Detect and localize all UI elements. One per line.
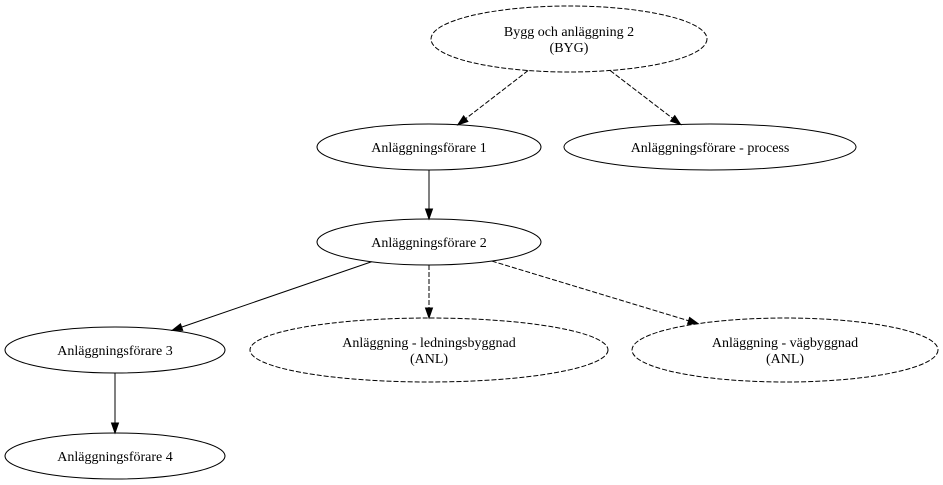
node-label: Anläggning - ledningsbyggnad: [342, 336, 515, 351]
node-afp: Anläggningsförare - process: [563, 123, 857, 171]
node-af4: Anläggningsförare 4: [4, 432, 226, 480]
node-ellipse: [316, 123, 542, 171]
node-af1: Anläggningsförare 1: [316, 123, 542, 171]
nodes-layer: Bygg och anläggning 2(BYG) Anläggningsför…: [4, 5, 939, 480]
edge-byg-to-afp: [609, 70, 682, 126]
arrowhead-icon: [456, 115, 469, 126]
node-label: (ANL): [410, 352, 448, 367]
arrowhead-icon: [170, 322, 184, 331]
arrowhead-icon: [110, 422, 120, 435]
edge-af1-to-af2: [424, 170, 434, 221]
edge-line: [609, 70, 673, 119]
edge-af2-to-vag: [491, 260, 700, 325]
edge-af2-to-af3: [170, 261, 372, 331]
node-af3: Anläggningsförare 3: [4, 326, 226, 374]
node-ellipse: [4, 432, 226, 480]
node-byg: Bygg och anläggning 2(BYG): [430, 5, 708, 73]
node-label: Anläggningsförare 3: [57, 344, 172, 359]
edge-line: [491, 260, 689, 322]
edge-byg-to-af1: [456, 70, 529, 126]
node-af2: Anläggningsförare 2: [316, 218, 542, 266]
edges-layer: [110, 70, 700, 435]
node-ledn: Anläggning - ledningsbyggnad(ANL): [249, 317, 609, 383]
edge-line: [465, 70, 529, 120]
node-ellipse: [316, 218, 542, 266]
node-vag: Anläggning - vägbyggnad(ANL): [631, 317, 939, 383]
node-label: Anläggningsförare 2: [371, 236, 486, 251]
node-ellipse: [563, 123, 857, 171]
node-ellipse: [631, 317, 939, 383]
arrowhead-icon: [424, 208, 434, 221]
node-label: Anläggningsförare - process: [631, 141, 790, 156]
edge-af3-to-af4: [110, 373, 120, 435]
arrowhead-icon: [424, 307, 434, 320]
node-label: Anläggningsförare 1: [371, 141, 486, 156]
edge-af2-to-ledn: [424, 265, 434, 320]
node-label: Anläggning - vägbyggnad: [712, 336, 858, 351]
node-label: (BYG): [550, 41, 589, 56]
edge-line: [181, 261, 372, 328]
node-ellipse: [4, 326, 226, 374]
node-ellipse: [249, 317, 609, 383]
arrowhead-icon: [669, 114, 682, 126]
node-label: Bygg och anläggning 2: [504, 25, 634, 40]
node-ellipse: [430, 5, 708, 73]
arrowhead-icon: [686, 316, 700, 325]
node-label: Anläggningsförare 4: [57, 450, 172, 465]
node-label: (ANL): [766, 352, 804, 367]
